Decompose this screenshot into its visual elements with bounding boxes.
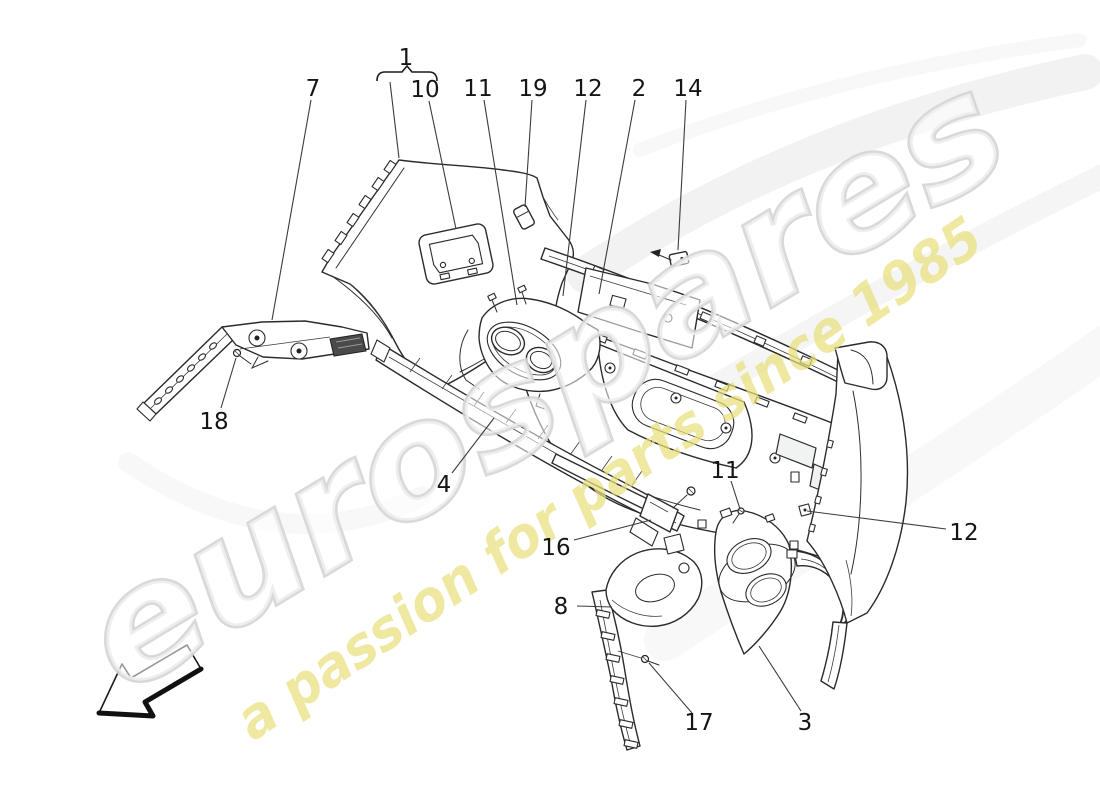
parts-drawing [96,159,909,751]
rail-hatching [409,357,643,486]
part-clip-14 [650,249,690,268]
leader-line-14 [677,99,687,251]
skin-mounting-tabs [321,159,397,264]
trim-opening-upper [726,538,772,574]
leader-line-12 [562,99,587,297]
callout-17[interactable]: 17 [684,710,713,736]
fastener-screw-16 [672,486,696,509]
callout-1[interactable]: 1 [399,45,414,71]
callout-19[interactable]: 19 [518,76,547,102]
tail-pipe-right [525,346,557,374]
callout-2[interactable]: 2 [632,76,647,102]
leader-line-11 [483,99,518,306]
part-clip-12 [798,503,812,517]
fastener-screw-11 [732,507,745,524]
fastener-screw-18 [232,348,252,365]
part-rear-bracket-8 [591,533,703,751]
part-bumper-corner-right [798,341,909,690]
callout-16[interactable]: 16 [541,535,570,561]
part-sensor-plate [418,223,494,285]
leader-line-19 [524,99,533,208]
leader-line-18 [220,357,237,409]
callout-11[interactable]: 11 [463,76,492,102]
leader-line-17 [648,662,693,714]
trim-opening-lower [745,573,787,607]
part-inner-frame-plate [577,267,701,349]
part-exhaust-trim-lower [713,507,796,655]
bracket-teeth [153,342,218,405]
leader-line-8 [576,605,613,608]
leader-line-3 [758,645,802,712]
leader-line-7 [271,99,312,321]
callout-18[interactable]: 18 [199,409,228,435]
callout-8[interactable]: 8 [554,594,569,620]
callout-3[interactable]: 3 [798,710,813,736]
callout-4[interactable]: 4 [437,472,452,498]
callout-14[interactable]: 14 [673,76,702,102]
tail-pipe-left [490,326,526,356]
leader-line-4 [451,417,495,474]
callout-12[interactable]: 12 [949,520,978,546]
direction-arrow-icon [96,644,204,719]
leader-line-16 [573,519,652,541]
leader-line-11 [730,480,741,510]
part-clip-19 [513,204,535,230]
fascia-skid-plate [597,343,753,469]
leader-line-2 [598,99,636,295]
leader-line-12 [806,510,947,530]
callout-7[interactable]: 7 [306,76,321,102]
part-exhaust-tip-assembly-upper [459,284,601,411]
bracket-8-rungs [595,609,639,749]
callout-10[interactable]: 10 [410,77,439,103]
part-side-bracket-left [136,320,370,422]
fastener-screw-17 [617,650,660,666]
leader-line-10 [428,100,457,230]
callout-11[interactable]: 11 [710,458,739,484]
callout-12[interactable]: 12 [573,76,602,102]
callout-brace-1 [376,64,438,82]
leader-line-1 [389,81,400,159]
part-lower-trim-rail [551,453,696,547]
